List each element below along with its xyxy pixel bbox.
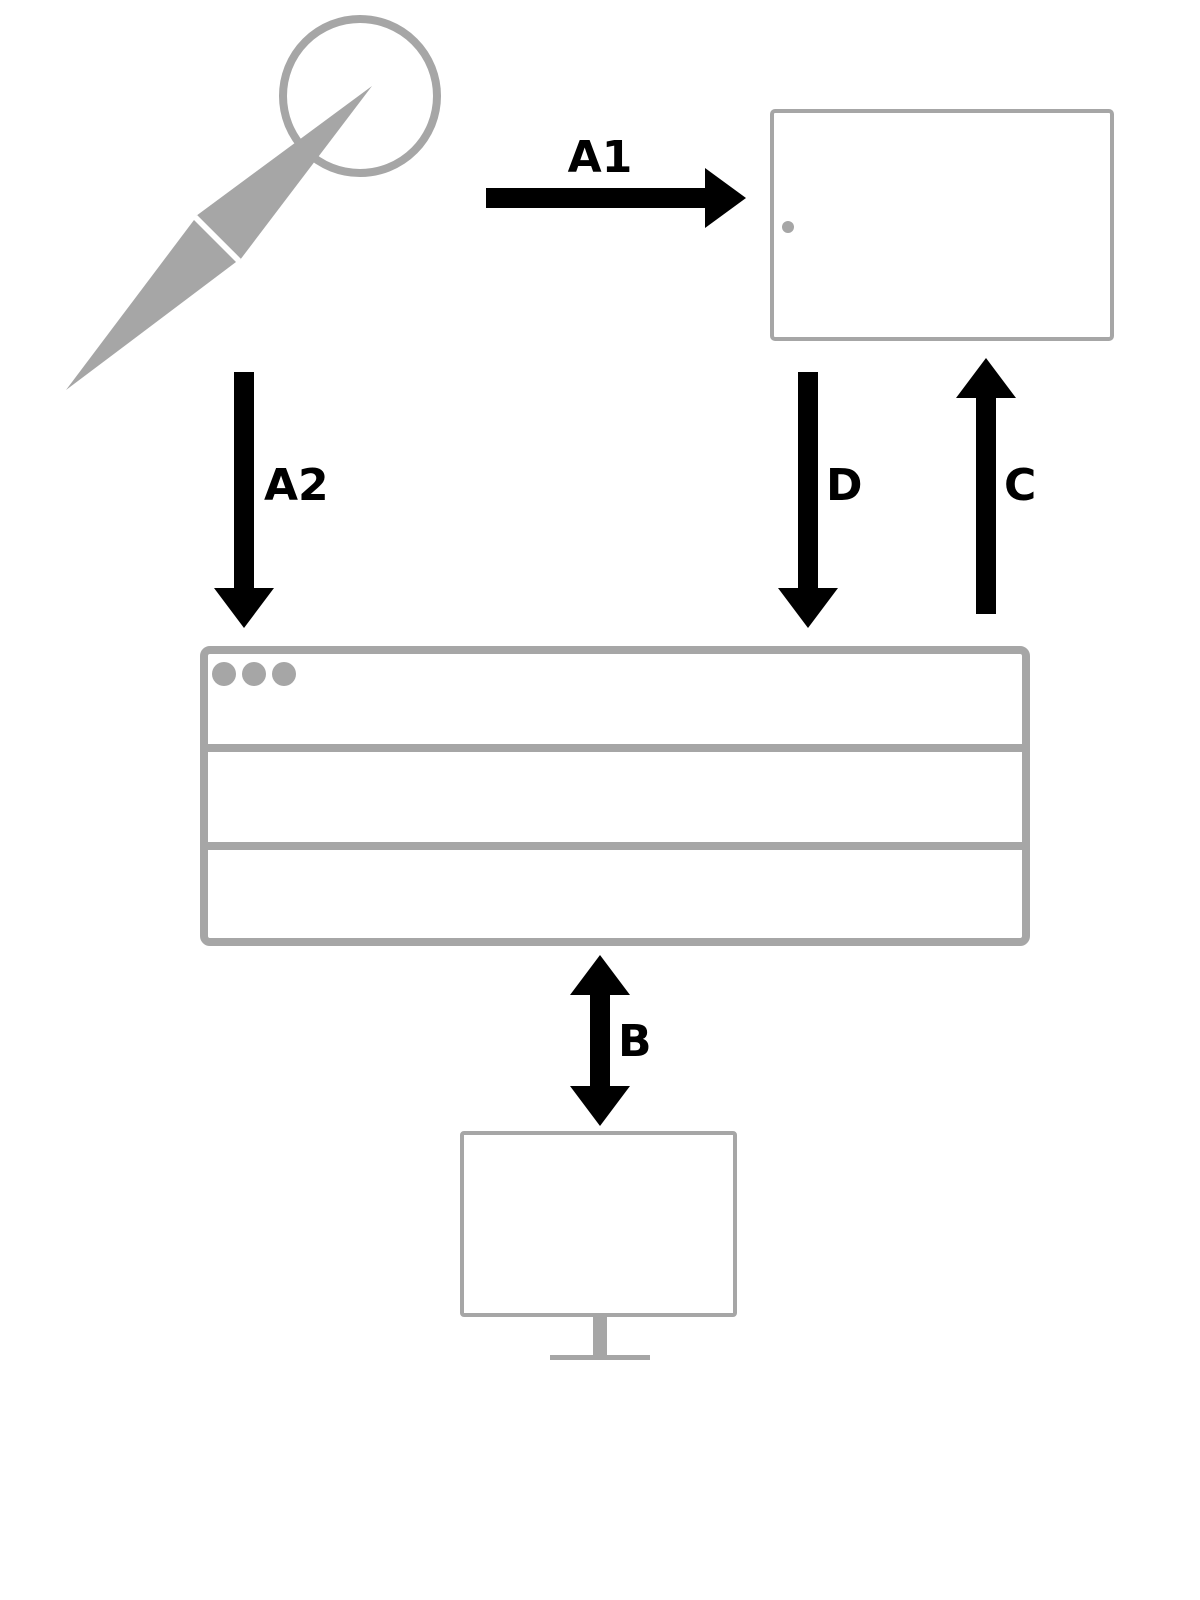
- pen-tool-icon: [66, 15, 441, 390]
- arrow-c: [956, 358, 1016, 614]
- arrow-a2-label: A2: [264, 460, 329, 511]
- arrow-b-label: B: [618, 1016, 652, 1067]
- arrow-a2: [214, 372, 274, 628]
- arrow-a1-label: A1: [568, 132, 633, 183]
- tablet-icon: [770, 109, 1114, 341]
- monitor-icon: [460, 1131, 737, 1360]
- arrow-b: [570, 955, 630, 1126]
- server-rack-icon: [200, 646, 1030, 946]
- arrow-d: [778, 372, 838, 628]
- arrow-c-label: C: [1004, 460, 1036, 511]
- arrow-a1: [486, 168, 746, 228]
- arrow-d-label: D: [826, 460, 863, 511]
